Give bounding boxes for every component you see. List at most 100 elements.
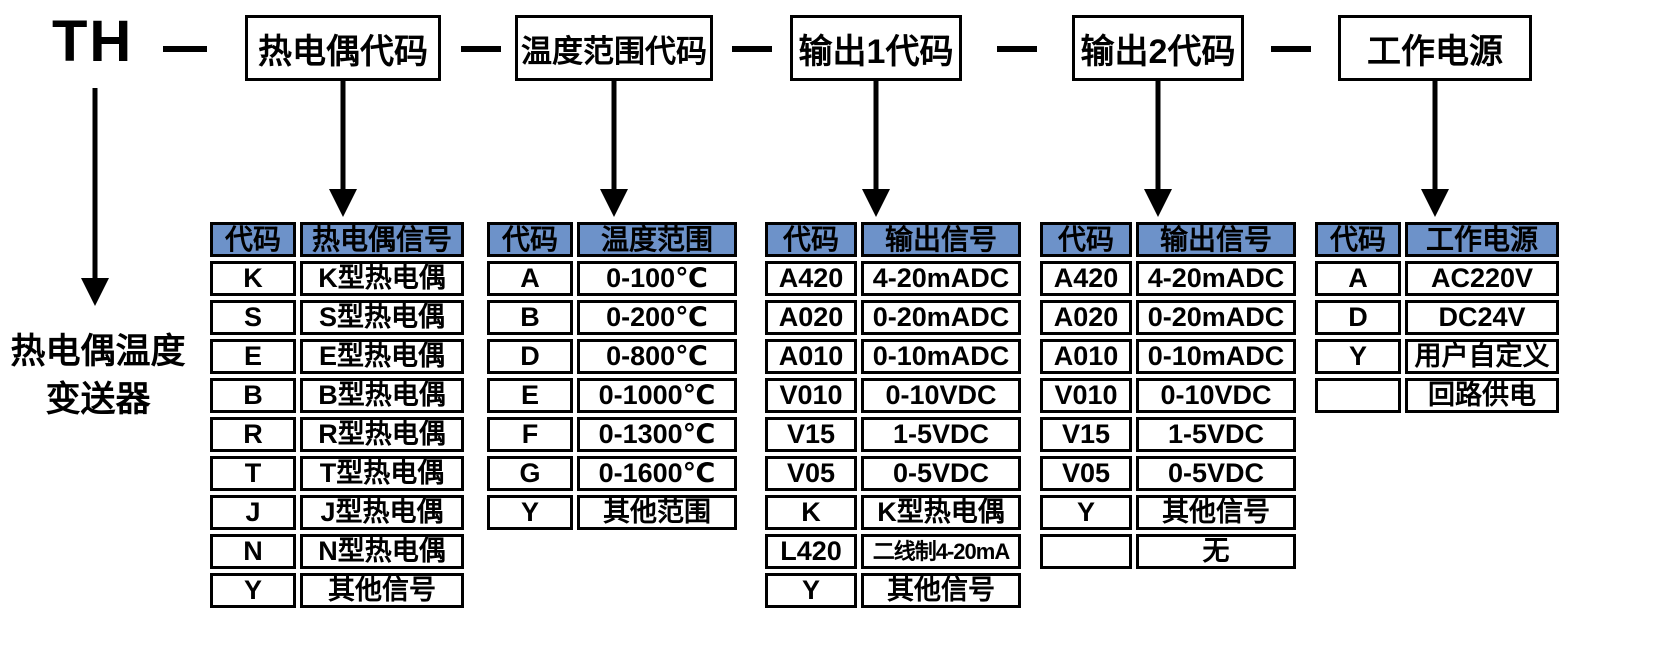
value-cell: AC220V — [1405, 261, 1559, 296]
table-header-row: 代码热电偶信号 — [210, 222, 464, 257]
value-cell: 回路供电 — [1405, 378, 1559, 413]
code-cell: B — [487, 300, 573, 335]
table-header-cell: 温度范围 — [577, 222, 737, 257]
code-cell: A — [487, 261, 573, 296]
code-cell: Y — [765, 573, 857, 608]
table-header-row: 代码温度范围 — [487, 222, 737, 257]
code-cell: A420 — [1040, 261, 1132, 296]
value-cell: DC24V — [1405, 300, 1559, 335]
value-cell: 0-100℃ — [577, 261, 737, 296]
code-cell: A020 — [765, 300, 857, 335]
value-cell: 1-5VDC — [861, 417, 1021, 452]
value-cell: 1-5VDC — [1136, 417, 1296, 452]
value-cell: 0-20mADC — [861, 300, 1021, 335]
code-cell: Y — [487, 495, 573, 530]
value-cell: J型热电偶 — [300, 495, 464, 530]
down-arrow-temperature — [599, 78, 629, 218]
value-cell: 0-1600℃ — [577, 456, 737, 491]
code-cell: G — [487, 456, 573, 491]
box-label: 工作电源 — [1367, 32, 1503, 71]
box-label: 输出2代码 — [1080, 32, 1236, 71]
code-cell: A — [1315, 261, 1401, 296]
down-arrow-power — [1420, 78, 1450, 218]
table-header-cell: 代码 — [210, 222, 296, 257]
value-cell: 0-10mADC — [1136, 339, 1296, 374]
table-row: 无 — [1040, 534, 1296, 569]
code-cell: A010 — [765, 339, 857, 374]
code-cell: F — [487, 417, 573, 452]
box-label: 输出1代码 — [798, 32, 954, 71]
down-arrow-output2 — [1143, 78, 1173, 218]
product-name-line1: 热电偶温度 — [10, 332, 186, 371]
value-cell: 0-10mADC — [861, 339, 1021, 374]
value-cell: 其他范围 — [577, 495, 737, 530]
code-cell: S — [210, 300, 296, 335]
value-cell: R型热电偶 — [300, 417, 464, 452]
value-cell: 用户自定义 — [1405, 339, 1559, 374]
code-cell — [1315, 378, 1401, 413]
code-cell: K — [765, 495, 857, 530]
value-cell: 0-10VDC — [861, 378, 1021, 413]
value-cell: 其他信号 — [1136, 495, 1296, 530]
table-header-cell: 代码 — [1315, 222, 1401, 257]
code-cell: V15 — [1040, 417, 1132, 452]
dash-connector — [997, 46, 1037, 52]
value-cell: 4-20mADC — [1136, 261, 1296, 296]
dash-connector — [163, 46, 207, 52]
model-prefix: TH — [52, 9, 134, 74]
code-cell: V05 — [1040, 456, 1132, 491]
table-row: 回路供电 — [1315, 378, 1559, 413]
value-cell: N型热电偶 — [300, 534, 464, 569]
code-cell: Y — [1040, 495, 1132, 530]
table-header-row: 代码输出信号 — [1040, 222, 1296, 257]
value-cell: 二线制4-20mA — [861, 534, 1021, 569]
code-cell: A020 — [1040, 300, 1132, 335]
box-label: 热电偶代码 — [258, 32, 428, 71]
code-cell: R — [210, 417, 296, 452]
code-cell: A420 — [765, 261, 857, 296]
code-cell: V010 — [1040, 378, 1132, 413]
table-header-row: 代码输出信号 — [765, 222, 1021, 257]
value-cell: T型热电偶 — [300, 456, 464, 491]
code-cell: E — [210, 339, 296, 374]
code-cell: L420 — [765, 534, 857, 569]
value-cell: 0-20mADC — [1136, 300, 1296, 335]
value-cell: K型热电偶 — [861, 495, 1021, 530]
table-header-cell: 输出信号 — [861, 222, 1021, 257]
value-cell: K型热电偶 — [300, 261, 464, 296]
code-cell: V05 — [765, 456, 857, 491]
box-label: 温度范围代码 — [521, 33, 707, 69]
table-header-cell: 输出信号 — [1136, 222, 1296, 257]
table-header-cell: 代码 — [765, 222, 857, 257]
box-temperature-range-code: 温度范围代码 — [515, 15, 713, 81]
value-cell: 0-800℃ — [577, 339, 737, 374]
value-cell: 其他信号 — [300, 573, 464, 608]
value-cell: S型热电偶 — [300, 300, 464, 335]
code-cell — [1040, 534, 1132, 569]
